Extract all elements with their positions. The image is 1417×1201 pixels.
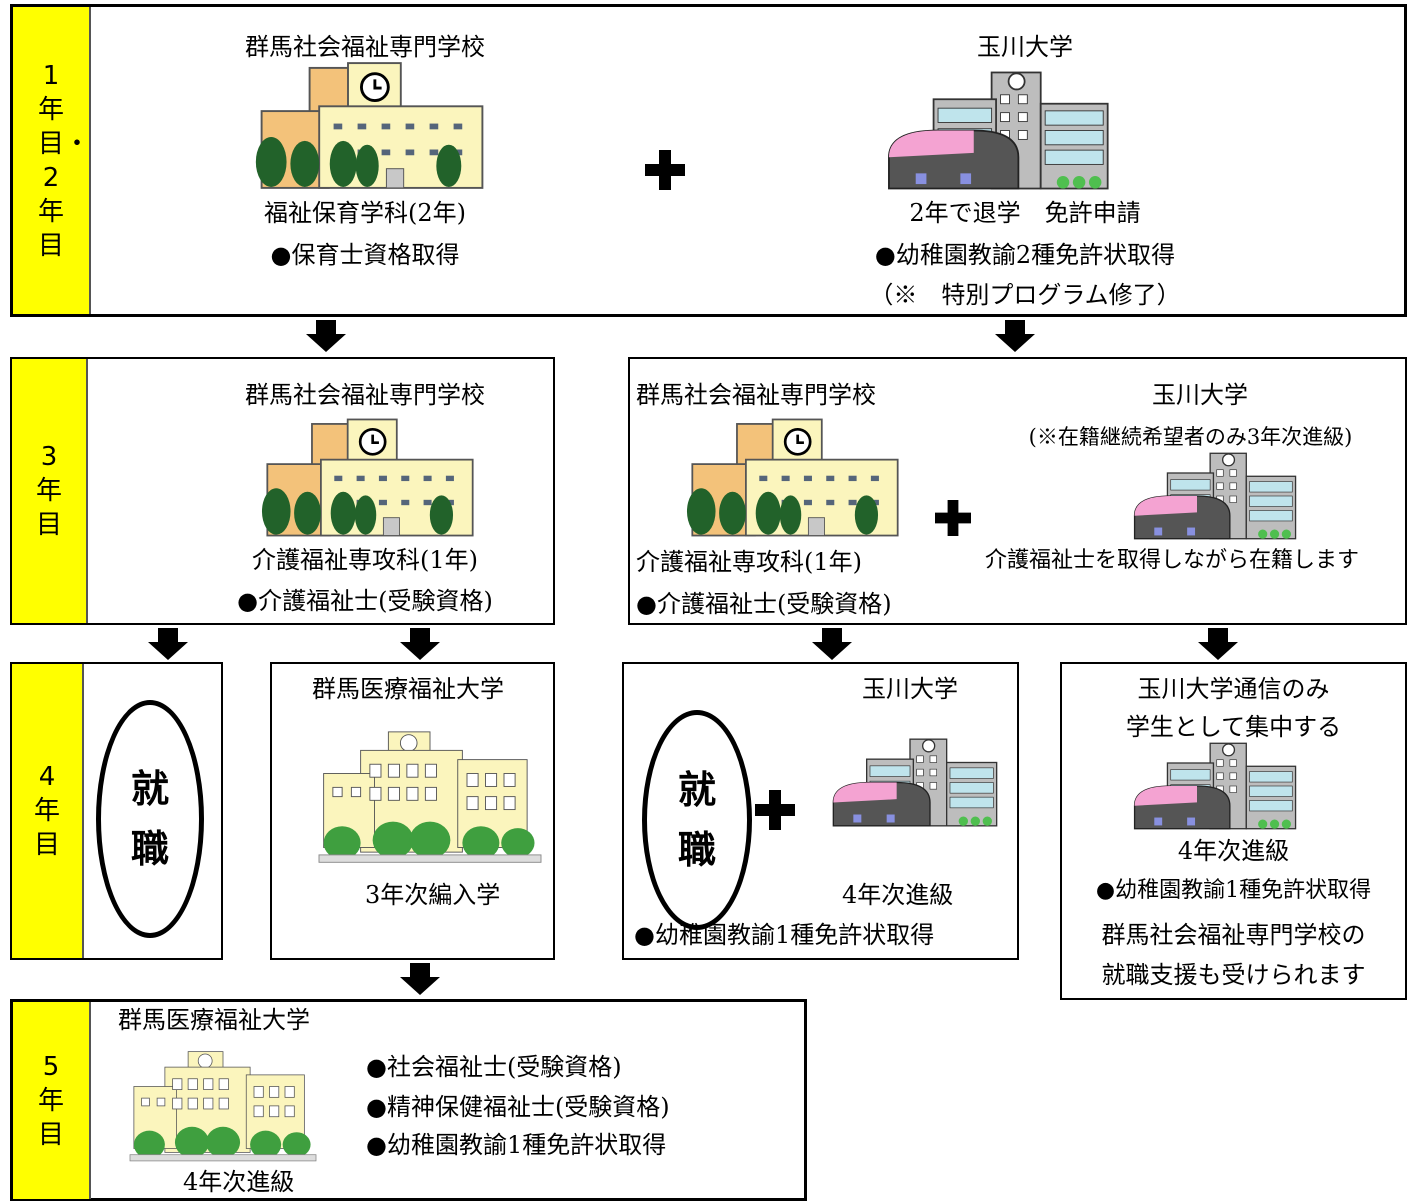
row4-corr-sup1: 群馬社会福祉専門学校の bbox=[1101, 921, 1366, 949]
job-ellipse: 就職 bbox=[96, 700, 204, 938]
arrow-down-icon bbox=[306, 320, 346, 352]
row3-left-dept: 介護福祉専攻科(1年) bbox=[252, 546, 478, 574]
year-label-5: 5年目 bbox=[13, 1002, 91, 1199]
row4-corr-sup2: 就職支援も受けられます bbox=[1101, 961, 1366, 989]
year-text: 4年目 bbox=[34, 762, 61, 860]
arrow-down-icon bbox=[148, 628, 188, 660]
row1-right-note2: （※ 特別プログラム修了） bbox=[869, 281, 1181, 309]
row3-left-school: 群馬社会福祉専門学校 bbox=[245, 381, 485, 409]
arrow-down-icon bbox=[1198, 628, 1238, 660]
row1-left-dept: 福祉保育学科(2年) bbox=[264, 199, 466, 227]
row1-left-school: 群馬社会福祉専門学校 bbox=[245, 33, 485, 61]
year-label-12: 1年目・2年目 bbox=[13, 7, 91, 314]
row4-tam-cert: ●幼稚園教諭1種免許状取得 bbox=[634, 921, 935, 949]
year-text: 5年目 bbox=[38, 1051, 65, 1150]
row5-note: 4年次進級 bbox=[183, 1168, 295, 1196]
year-text: 1年目・2年目 bbox=[38, 60, 91, 261]
row1-right-note1: 2年で退学 免許申請 bbox=[909, 199, 1141, 227]
row3-left-cert: ●介護福祉士(受験資格) bbox=[237, 587, 493, 615]
box-year12: 1年目・2年目 bbox=[10, 4, 1407, 317]
row1-right-school: 玉川大学 bbox=[977, 33, 1073, 61]
tamagawa-building-icon bbox=[1125, 450, 1315, 542]
row3-right-note-b: (※在籍継続希望者のみ3年次進級) bbox=[1028, 425, 1353, 449]
row5-cert1: ●社会福祉士(受験資格) bbox=[366, 1053, 622, 1081]
row4-corr-cert: ●幼稚園教諭1種免許状取得 bbox=[1095, 878, 1372, 903]
medical-building-icon bbox=[310, 718, 550, 866]
row4-corr-note: 4年次進級 bbox=[1177, 837, 1290, 865]
year-text: 3年目 bbox=[36, 442, 63, 540]
school-building-icon bbox=[250, 415, 490, 540]
plus-icon bbox=[755, 790, 795, 830]
row5-school: 群馬医療福祉大学 bbox=[118, 1006, 310, 1034]
row5-cert2: ●精神保健福祉士(受験資格) bbox=[366, 1093, 670, 1121]
row4-med-note: 3年次編入学 bbox=[365, 881, 501, 909]
box-year4-correspondence bbox=[1060, 662, 1407, 1000]
row5-cert3: ●幼稚園教諭1種免許状取得 bbox=[366, 1131, 667, 1159]
year-label-3: 3年目 bbox=[12, 359, 88, 623]
row1-right-cert: ●幼稚園教諭2種免許状取得 bbox=[874, 241, 1176, 269]
job-text: 就職 bbox=[131, 767, 170, 871]
school-building-icon bbox=[675, 415, 915, 540]
row3-right-cert-a: ●介護福祉士(受験資格) bbox=[636, 590, 892, 618]
row4-tam-school: 玉川大学 bbox=[862, 675, 958, 703]
row3-right-dept-a: 介護福祉専攻科(1年) bbox=[636, 548, 862, 576]
tamagawa-building-icon bbox=[870, 68, 1140, 193]
row4-corr-line2: 学生として集中する bbox=[1125, 713, 1342, 741]
school-building-icon bbox=[252, 58, 492, 193]
row3-right-school-a: 群馬社会福祉専門学校 bbox=[636, 381, 876, 409]
arrow-down-icon bbox=[812, 628, 852, 660]
tamagawa-building-icon bbox=[1130, 740, 1310, 832]
row4-tam-note: 4年次進級 bbox=[842, 881, 954, 909]
row3-right-school-b: 玉川大学 bbox=[1152, 381, 1248, 409]
arrow-down-icon bbox=[995, 320, 1035, 352]
row4-med-school: 群馬医療福祉大学 bbox=[312, 675, 504, 703]
row1-left-cert: ●保育士資格取得 bbox=[270, 241, 460, 269]
year-label-4: 4年目 bbox=[12, 664, 84, 958]
arrow-down-icon bbox=[400, 963, 440, 995]
row3-right-note-b2: 介護福祉士を取得しながら在籍します bbox=[985, 548, 1360, 573]
plus-icon bbox=[645, 150, 685, 190]
arrow-down-icon bbox=[400, 628, 440, 660]
job-text: 就職 bbox=[678, 768, 717, 872]
medical-building-icon bbox=[128, 1040, 318, 1164]
tamagawa-building-icon bbox=[830, 735, 1010, 830]
plus-icon bbox=[935, 500, 971, 536]
job-ellipse: 就職 bbox=[642, 710, 752, 930]
row4-corr-line1: 玉川大学通信のみ bbox=[1137, 675, 1330, 703]
